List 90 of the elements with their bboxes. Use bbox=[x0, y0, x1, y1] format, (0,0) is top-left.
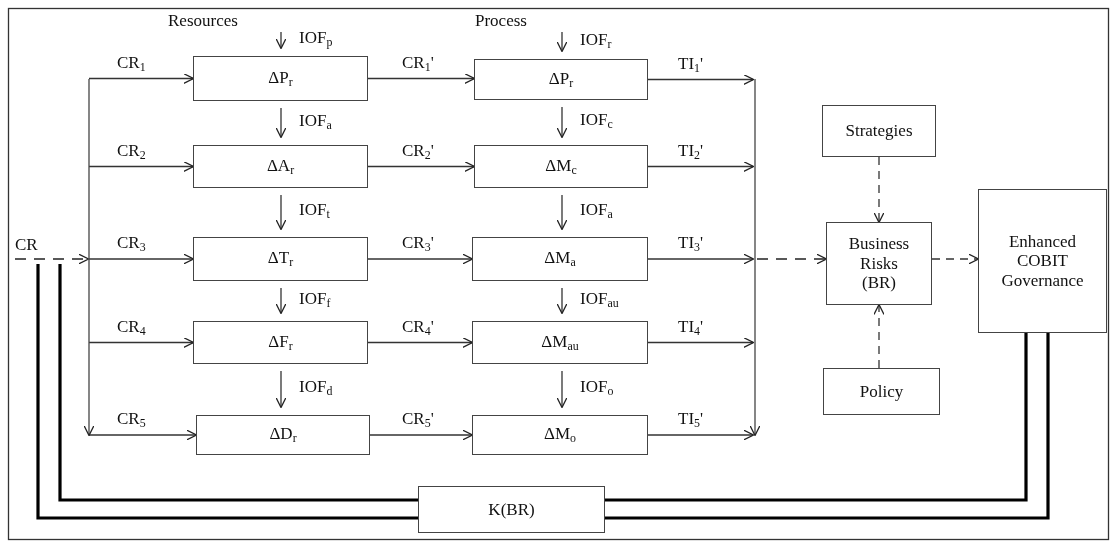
arrow bbox=[275, 31, 287, 50]
process-box bbox=[472, 321, 648, 364]
edge-label: CR$_{2}$' bbox=[402, 141, 434, 162]
arrow bbox=[367, 253, 474, 265]
arrow bbox=[556, 31, 568, 53]
edge-label: CR$_{3}$ bbox=[117, 234, 146, 255]
box-label: ΔM$_{c}$ bbox=[545, 155, 577, 178]
process-box bbox=[472, 237, 648, 281]
process-box bbox=[823, 368, 940, 415]
process-box bbox=[418, 486, 605, 533]
arrow bbox=[647, 336, 755, 349]
box-label: Enhanced COBIT Governance bbox=[1000, 231, 1085, 291]
arrow bbox=[556, 106, 568, 139]
edge-label: CR$_{5}$' bbox=[402, 410, 434, 431]
process-box bbox=[472, 415, 648, 455]
box-label: ΔP$_{r}$ bbox=[268, 67, 293, 90]
arrow bbox=[931, 253, 980, 265]
process-box bbox=[193, 237, 368, 281]
process-box bbox=[474, 59, 648, 100]
box-label: ΔM$_{o}$ bbox=[544, 424, 576, 446]
arrow bbox=[88, 72, 195, 85]
edge-label: IOF$_{a}$ bbox=[580, 201, 613, 222]
box-label: Strategies bbox=[845, 121, 913, 141]
arrow bbox=[88, 160, 195, 173]
edge-label: IOF$_{c}$ bbox=[580, 111, 613, 132]
process-box bbox=[193, 321, 368, 364]
edge-label: CR$_{3}$' bbox=[402, 234, 434, 255]
arrow bbox=[88, 253, 195, 265]
arrow bbox=[647, 429, 755, 441]
arrow bbox=[756, 253, 828, 265]
edge-label: CR$_{4}$' bbox=[402, 317, 434, 338]
box-label: Policy bbox=[859, 381, 904, 402]
box-label: ΔF$_{r}$ bbox=[268, 331, 293, 354]
edge-label: IOF$_{a}$ bbox=[299, 111, 332, 132]
box-label: ΔA$_{r}$ bbox=[266, 155, 295, 178]
process-box bbox=[826, 222, 932, 305]
process-box bbox=[822, 105, 936, 157]
edge-label: CR$_{5}$ bbox=[117, 410, 146, 431]
box-label: Business Risks (BR) bbox=[847, 234, 911, 293]
process-box bbox=[978, 189, 1107, 333]
arrow bbox=[88, 429, 198, 441]
edge-label: IOF$_{o}$ bbox=[580, 378, 614, 399]
arrow bbox=[647, 73, 755, 86]
arrow bbox=[556, 194, 568, 231]
edge-label: TI$_{4}$' bbox=[678, 317, 704, 338]
edge-label: CR$_{2}$ bbox=[117, 141, 146, 162]
arrow bbox=[556, 370, 568, 409]
column-heading: Process bbox=[475, 12, 527, 31]
edge-label: IOF$_{t}$ bbox=[299, 201, 330, 222]
process-box bbox=[193, 56, 368, 101]
arrow bbox=[367, 160, 476, 173]
arrow bbox=[647, 253, 755, 265]
edge-label: TI$_{2}$' bbox=[678, 141, 704, 162]
box-label: ΔM$_{a}$ bbox=[544, 248, 576, 270]
box-label: ΔT$_{r}$ bbox=[267, 248, 294, 270]
arrow bbox=[647, 160, 755, 173]
edge-label: IOF$_{d}$ bbox=[299, 378, 333, 399]
arrow bbox=[275, 287, 287, 315]
arrow bbox=[367, 336, 474, 349]
arrow bbox=[275, 370, 287, 409]
edge-label: IOF$_{f}$ bbox=[299, 289, 331, 310]
trunk-line bbox=[749, 78, 761, 437]
input-label: CR bbox=[15, 234, 38, 255]
edge-label: CR$_{4}$ bbox=[117, 317, 146, 338]
arrow bbox=[275, 194, 287, 231]
arrow bbox=[275, 107, 287, 139]
edge-label: IOF$_{r}$ bbox=[580, 30, 612, 51]
edge-label: TI$_{1}$' bbox=[678, 54, 704, 75]
arrow bbox=[369, 429, 474, 441]
process-box bbox=[196, 415, 370, 455]
arrow bbox=[556, 287, 568, 315]
process-box bbox=[193, 145, 368, 188]
arrow bbox=[367, 72, 476, 85]
column-heading: Resources bbox=[168, 12, 238, 31]
edge-label: CR$_{1}$ bbox=[117, 53, 146, 74]
arrow bbox=[873, 156, 885, 224]
trunk-line bbox=[83, 78, 95, 437]
box-label: ΔD$_{r}$ bbox=[269, 424, 297, 446]
box-label: ΔM$_{au}$ bbox=[541, 331, 579, 354]
box-label: ΔP$_{r}$ bbox=[548, 68, 574, 91]
arrow bbox=[88, 336, 195, 349]
edge-label: IOF$_{p}$ bbox=[299, 29, 333, 50]
arrow bbox=[873, 303, 885, 369]
input-arrow bbox=[14, 253, 90, 265]
process-box bbox=[474, 145, 648, 188]
edge-label: CR$_{1}$' bbox=[402, 53, 434, 74]
edge-label: TI$_{3}$' bbox=[678, 234, 704, 255]
edge-label: TI$_{5}$' bbox=[678, 410, 704, 431]
edge-label: IOF$_{au}$ bbox=[580, 289, 619, 310]
box-label: K(BR) bbox=[488, 499, 535, 520]
